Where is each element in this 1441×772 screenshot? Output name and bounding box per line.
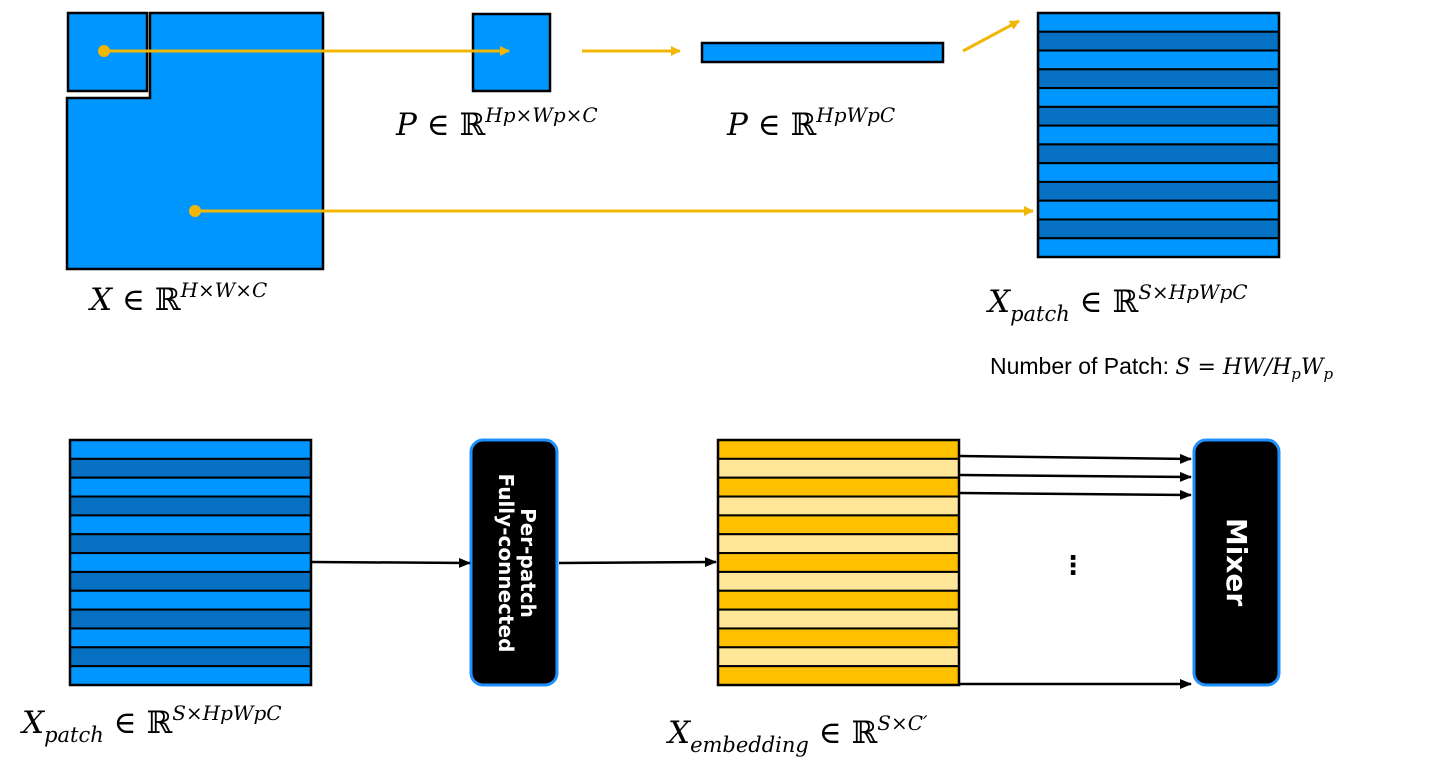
- patch-stack-top-row: [1037, 49, 1280, 71]
- label-patch-p: P ∈ ℝHp×Wp×C: [396, 103, 598, 143]
- patch-stack-top-row: [1037, 87, 1280, 108]
- patch-stack-top-row: [1037, 237, 1280, 259]
- embedding-stack-row: [717, 495, 960, 517]
- patch-stack-top-row: [1037, 180, 1280, 202]
- fc-block-label: Per-patch Fully-connected: [489, 453, 540, 673]
- patch-stack-top-row: [1037, 218, 1280, 240]
- input-image-body: [65, 11, 325, 271]
- embedding-stack-row: [717, 646, 960, 668]
- embedding-stack-row: [717, 665, 960, 687]
- arrow-fc-to-embedding: [558, 557, 717, 568]
- embedding-stack-row: [717, 533, 960, 555]
- patch-stack-bottom-row: [69, 570, 312, 592]
- arrow-patch-extract-dot: [98, 45, 110, 57]
- patch-stack-top-frame: [1036, 11, 1281, 259]
- label-flat-patch: P ∈ ℝHpWpC: [727, 103, 896, 143]
- embedding-stack-row: [717, 514, 960, 536]
- arrow-patch-to-fc: [311, 557, 471, 568]
- label-x-patch-bottom: Xpatch ∈ ℝS×HpWpC: [22, 701, 282, 747]
- embedding-stack: [716, 438, 961, 687]
- embedding-stack-frame: [716, 438, 961, 687]
- num-patch-formula: S = HW/HpWp: [1175, 355, 1334, 383]
- patch-stack-bottom-row: [69, 608, 312, 630]
- arrow-row3-to-mixer: [959, 489, 1192, 500]
- arrow-image-to-stack-dot: [189, 205, 201, 217]
- patch-stack-bottom: [68, 438, 313, 687]
- mixer-label: Mixer: [1220, 517, 1253, 607]
- patch-stack-bottom-row: [69, 495, 312, 517]
- fc-label-line1: Per-patch: [516, 508, 540, 618]
- mixer-block: [1192, 438, 1281, 687]
- num-patch-text: Number of Patch:: [990, 353, 1169, 379]
- patch-stack-top-row: [1037, 162, 1280, 183]
- patch-stack-bottom-row: [69, 476, 312, 498]
- embedding-stack-row: [717, 476, 960, 498]
- patch-stack-top-row: [1037, 199, 1280, 221]
- patch-stack-bottom-row: [69, 439, 312, 460]
- embedding-stack-row: [717, 457, 960, 479]
- arrow-to-stack: [962, 19, 1020, 53]
- patch-stack-bottom-frame: [68, 438, 313, 687]
- patch-stack-bottom-row: [69, 627, 312, 649]
- patch-stack-top-row: [1037, 124, 1280, 146]
- label-x-patch-top: Xpatch ∈ ℝS×HpWpC: [988, 280, 1248, 326]
- patch-stack-top-row: [1037, 143, 1280, 165]
- arrow-row2-to-mixer: [959, 471, 1192, 482]
- label-image-x: X ∈ ℝH×W×C: [90, 278, 268, 318]
- flattened-patch-bar: [700, 41, 945, 64]
- patch-stack-top-row: [1037, 30, 1280, 52]
- patch-stack-bottom-row: [69, 457, 312, 479]
- patch-stack-bottom-row: [69, 552, 312, 573]
- arrow-row1-to-mixer: [959, 453, 1192, 464]
- ellipsis-icon: ⋮: [1060, 551, 1086, 581]
- embedding-stack-row: [717, 589, 960, 611]
- patch-stack-bottom-row: [69, 665, 312, 687]
- patch-stack-bottom-row: [69, 646, 312, 668]
- input-image: [65, 11, 325, 271]
- embedding-stack-row: [717, 439, 960, 460]
- patch-stack-bottom-row: [69, 533, 312, 555]
- label-x-embedding: Xembedding ∈ ℝS×C′: [668, 711, 928, 757]
- patch-stack-bottom-row: [69, 514, 312, 536]
- num-patch-note: Number of Patch: S = HW/HpWp: [990, 353, 1334, 383]
- fc-label-line2: Fully-connected: [494, 473, 518, 653]
- embedding-stack-row: [717, 552, 960, 573]
- patch-stack-top-row: [1037, 105, 1280, 127]
- fc-block: [469, 438, 559, 687]
- patch-stack-top-row: [1037, 12, 1280, 33]
- patch-stack-top-row: [1037, 68, 1280, 90]
- embedding-stack-row: [717, 608, 960, 630]
- embedding-stack-row: [717, 627, 960, 649]
- mixer-block-label: Mixer: [1220, 482, 1253, 642]
- patch-stack-bottom-row: [69, 589, 312, 611]
- embedding-stack-row: [717, 570, 960, 592]
- patch-stack-top: [1036, 11, 1281, 259]
